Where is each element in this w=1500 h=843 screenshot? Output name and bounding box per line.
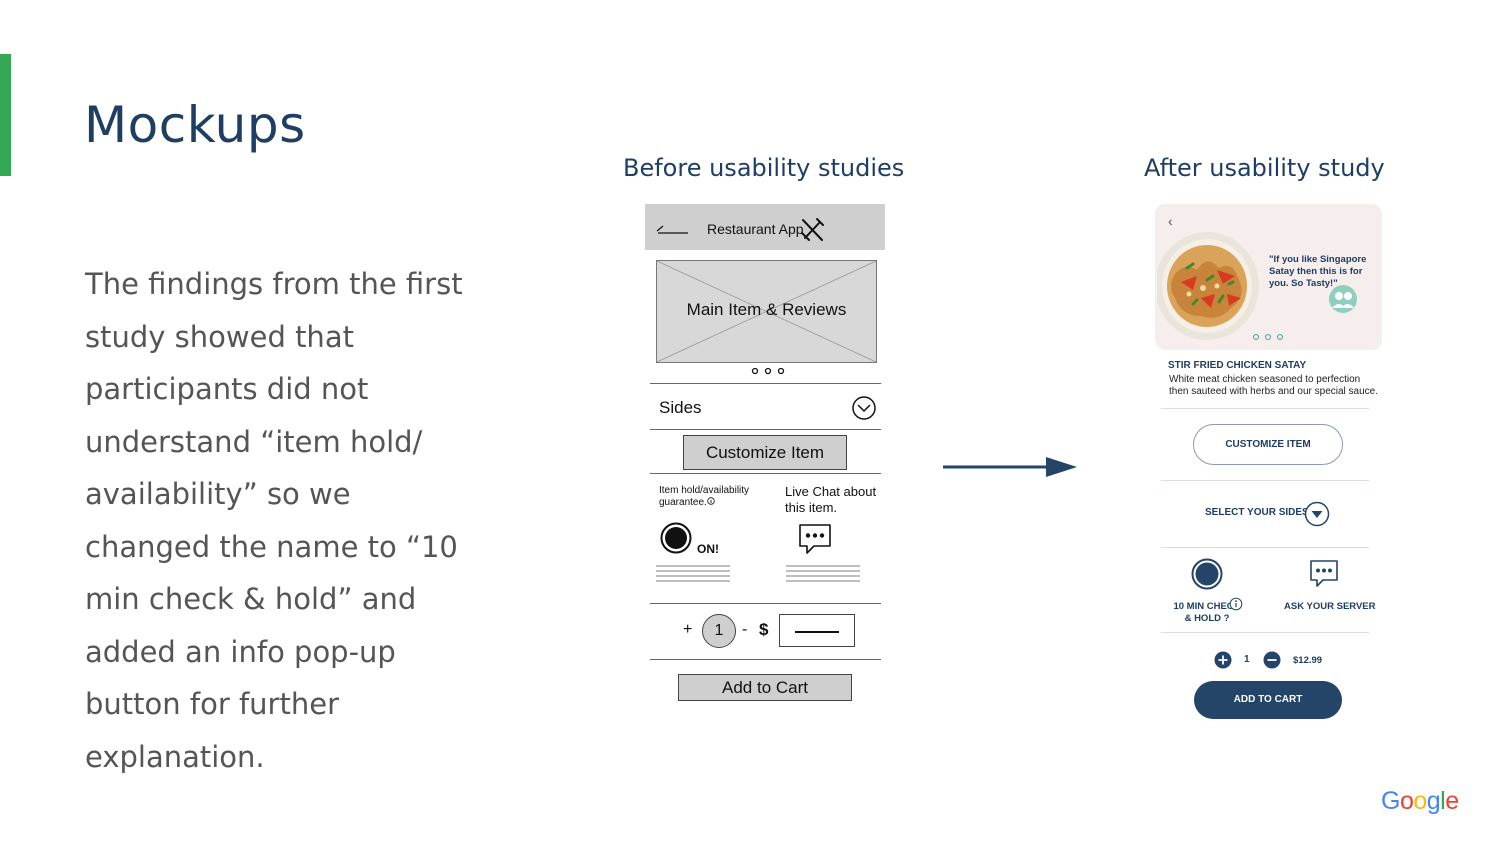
item-hold-label: Item hold/availability guarantee. [659,485,769,509]
google-logo: Google [1381,787,1459,816]
minus-icon[interactable] [1263,651,1281,669]
placeholder-text-lines [786,565,860,582]
logo-letter: o [1399,787,1414,815]
item-hero-card: ‹ "If you like Singapore Satay then this… [1155,204,1382,350]
wireframe-app-title: Restaurant App [707,221,804,237]
chat-bubble-icon[interactable] [1308,558,1340,590]
accent-bar [0,54,11,176]
logo-letter: g [1426,787,1441,815]
slide-body-text: The findings from the first study showed… [85,267,463,774]
right-arrow-icon [943,457,1077,477]
live-chat-label: Live Chat about this item. [785,484,877,515]
price-placeholder [779,614,855,647]
select-sides-label: SELECT YOUR SIDES [1205,507,1309,518]
slide-title: Mockups [84,96,306,154]
divider [650,603,881,604]
chevron-down-icon[interactable] [851,395,877,421]
info-icon[interactable] [1229,597,1243,611]
logo-letter: e [1445,787,1459,815]
item-description: White meat chicken seasoned to perfectio… [1169,374,1379,397]
chevron-down-icon[interactable] [1304,501,1330,527]
quantity-value: 1 [1244,654,1250,665]
divider [1161,408,1369,409]
back-arrow-icon[interactable] [655,223,689,235]
divider [650,659,881,660]
item-hold-text: Item hold/availability guarantee. [659,485,750,508]
customize-item-button[interactable]: CUSTOMIZE ITEM [1193,424,1343,465]
logo-letter: o [1413,787,1427,815]
check-hold-label: 10 MIN CHECK & HOLD ? [1173,601,1241,624]
plus-icon[interactable] [1214,651,1232,669]
utensils-icon [801,218,824,241]
add-to-cart-button[interactable]: ADD TO CART [1194,681,1342,719]
hold-state-label: ON! [697,542,719,556]
divider [650,429,881,430]
item-price: $12.99 [1293,655,1323,666]
sides-label: Sides [659,398,702,417]
before-label: Before usability studies [623,154,905,182]
divider [650,383,881,384]
logo-letter: G [1381,787,1400,815]
carousel-dots-icon[interactable] [748,366,788,376]
currency-symbol: $ [759,620,769,639]
quantity-value: 1 [702,614,736,648]
chat-bubble-icon[interactable] [797,522,833,556]
ask-server-label[interactable]: ASK YOUR SERVER [1284,601,1376,612]
after-label: After usability study [1144,154,1385,182]
check-hold-toggle-radio[interactable] [1191,558,1223,590]
reviewers-avatar-icon [1329,285,1357,313]
food-plate-image [1157,232,1259,340]
divider [1161,547,1369,548]
carousel-dots-icon[interactable] [1251,332,1287,342]
hold-toggle-radio[interactable] [660,522,692,554]
info-icon[interactable] [707,497,715,505]
placeholder-text-lines [656,565,730,582]
review-quote: "If you like Singapore Satay then this i… [1269,254,1367,289]
main-item-label: Main Item & Reviews [686,300,847,319]
wireframe-header: Restaurant App [645,204,885,250]
back-icon[interactable]: ‹ [1168,213,1173,229]
customize-item-button[interactable]: Customize Item [683,435,847,470]
wireframe-mockup: Restaurant App Main Item & Reviews Sides… [645,204,885,724]
item-name: STIR FRIED CHICKEN SATAY [1168,360,1307,371]
add-to-cart-button[interactable]: Add to Cart [678,674,852,701]
quantity-increase-button[interactable]: + [683,621,693,638]
quantity-decrease-button[interactable]: - [742,621,748,638]
divider [1161,632,1369,633]
hifi-mockup: ‹ "If you like Singapore Satay then this… [1155,204,1382,726]
main-item-placeholder[interactable]: Main Item & Reviews [656,260,877,363]
logo-letter: l [1440,787,1446,815]
divider [650,473,881,474]
divider [1161,480,1369,481]
